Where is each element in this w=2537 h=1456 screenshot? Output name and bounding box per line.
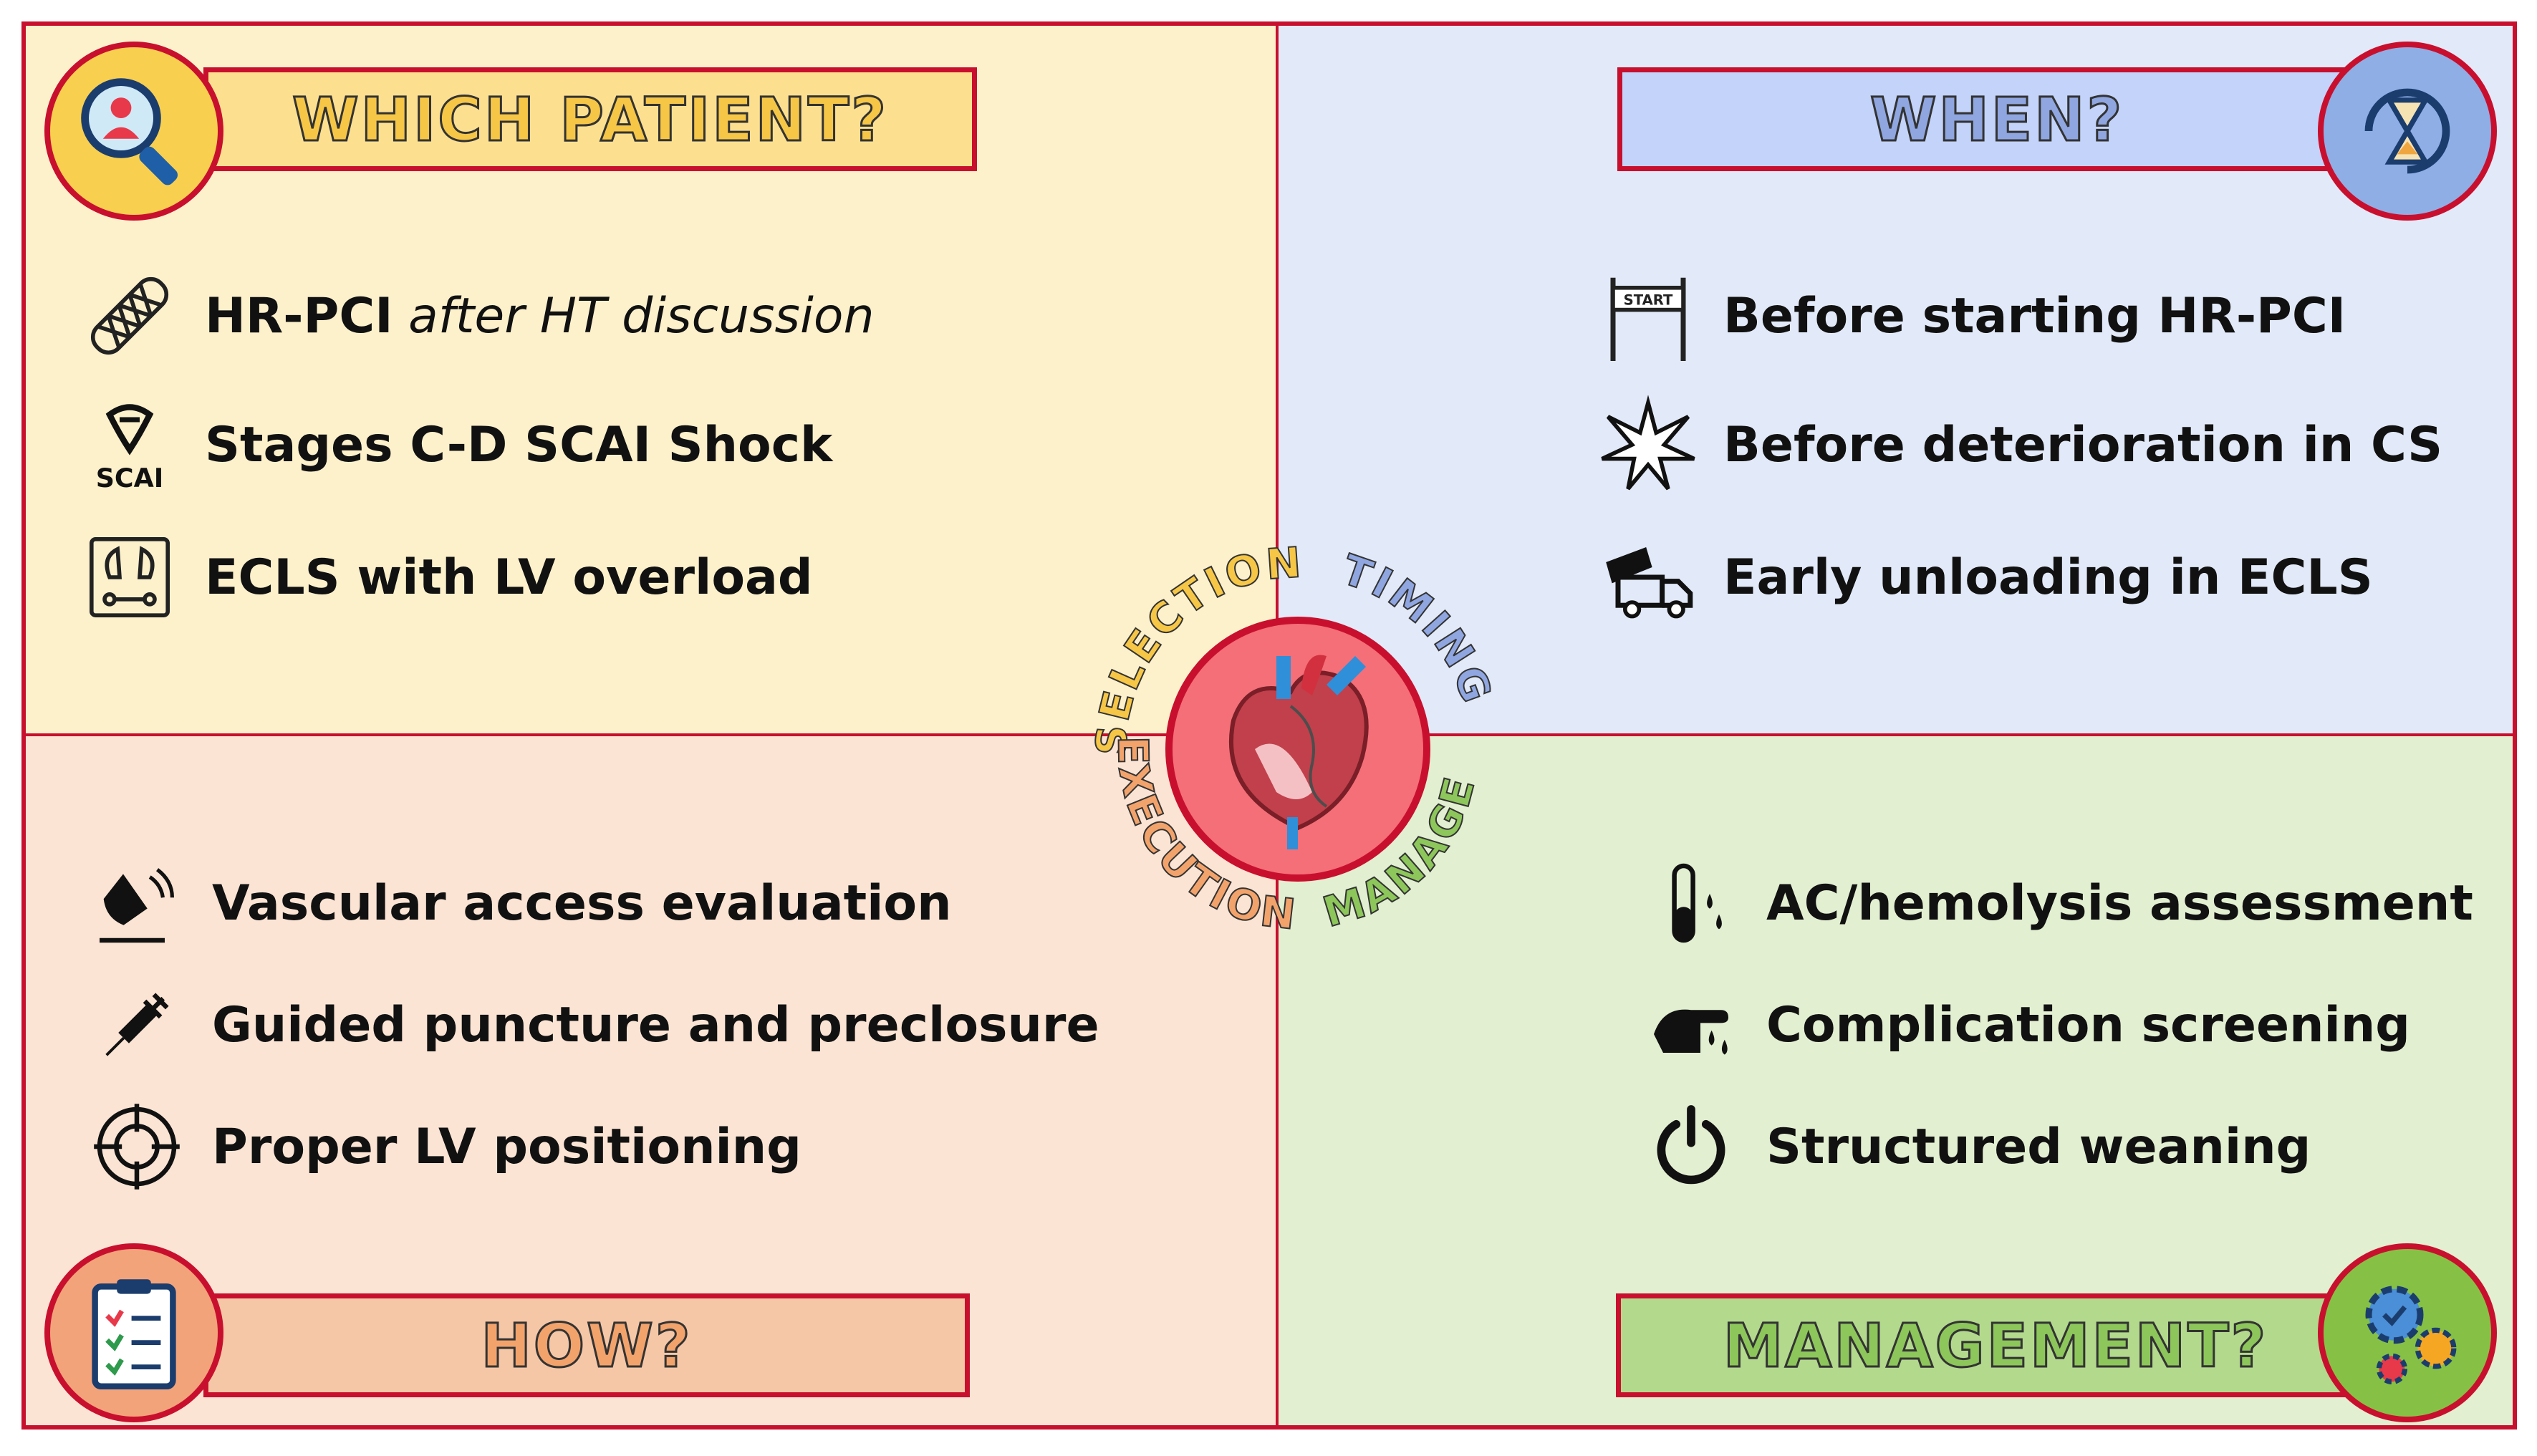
management-item-1-label: AC/hemolysis assessment (1766, 874, 2473, 932)
management-title: MANAGEMENT? (1722, 1309, 2268, 1382)
crosshair-icon (83, 1093, 191, 1200)
how-item-2-label: Guided puncture and preclosure (212, 996, 1099, 1054)
when-item-2: Before deterioration in CS (1594, 391, 2442, 498)
when-item-3: Early unloading in ECLS (1594, 524, 2373, 631)
infographic-frame: WHICH PATIENT? HR-PCI after HT discussio… (21, 21, 2517, 1430)
unloading-truck-icon (1594, 524, 1702, 631)
how-item-1: Vascular access evaluation (83, 849, 952, 957)
ultrasound-probe-icon (83, 849, 191, 957)
which-patient-item-2-label: Stages C-D SCAI Shock (205, 416, 833, 473)
clipboard-checklist-icon (44, 1243, 223, 1422)
when-item-3-label: Early unloading in ECLS (1723, 549, 2373, 606)
start-sign-text: START (1624, 292, 1673, 309)
management-item-3-label: Structured weaning (1766, 1118, 2311, 1175)
when-title: WHEN? (1869, 83, 2124, 155)
how-item-1-label: Vascular access evaluation (212, 874, 952, 932)
power-icon (1637, 1093, 1745, 1200)
management-item-2: Complication screening (1637, 971, 2410, 1079)
how-title: HOW? (480, 1309, 693, 1382)
magnifier-user-icon (44, 42, 223, 221)
center-heart-graphic: SELECTION TIMING EXECUTION MANAGE (1040, 491, 1556, 1007)
when-item-1: START Before starting HR-PCI (1594, 262, 2346, 370)
ecls-monitor-icon (76, 524, 183, 631)
which-patient-item-1-label: HR-PCI after HT discussion (205, 287, 875, 344)
management-item-3: Structured weaning (1637, 1093, 2311, 1200)
which-patient-item-2: SCAI Stages C-D SCAI Shock (76, 391, 832, 498)
management-item-2-label: Complication screening (1766, 996, 2410, 1054)
syringe-icon (83, 971, 191, 1079)
how-item-3: Proper LV positioning (83, 1093, 801, 1200)
how-title-bar: HOW? (203, 1293, 970, 1397)
explosion-icon (1594, 391, 1702, 498)
gears-check-icon (2318, 1243, 2497, 1422)
which-patient-title: WHICH PATIENT? (291, 83, 888, 155)
when-title-bar: WHEN? (1617, 67, 2377, 171)
heart-icon (1228, 655, 1369, 849)
which-patient-item-3: ECLS with LV overload (76, 524, 813, 631)
start-gate-icon: START (1594, 262, 1702, 370)
which-patient-title-bar: WHICH PATIENT? (203, 67, 977, 171)
hand-bleeding-icon (1637, 971, 1745, 1079)
stent-icon (76, 262, 183, 370)
when-item-2-label: Before deterioration in CS (1723, 416, 2443, 473)
scai-logo-text: SCAI (96, 463, 164, 493)
which-patient-item-3-label: ECLS with LV overload (205, 549, 813, 606)
management-item-1: AC/hemolysis assessment (1637, 849, 2473, 957)
how-item-2: Guided puncture and preclosure (83, 971, 1099, 1079)
when-item-1-label: Before starting HR-PCI (1723, 287, 2346, 344)
hourglass-refresh-icon (2318, 42, 2497, 221)
test-tube-drops-icon (1637, 849, 1745, 957)
which-patient-item-1: HR-PCI after HT discussion (76, 262, 875, 370)
how-item-3-label: Proper LV positioning (212, 1118, 801, 1175)
scai-logo-icon: SCAI (76, 391, 183, 498)
management-title-bar: MANAGEMENT? (1616, 1293, 2375, 1397)
